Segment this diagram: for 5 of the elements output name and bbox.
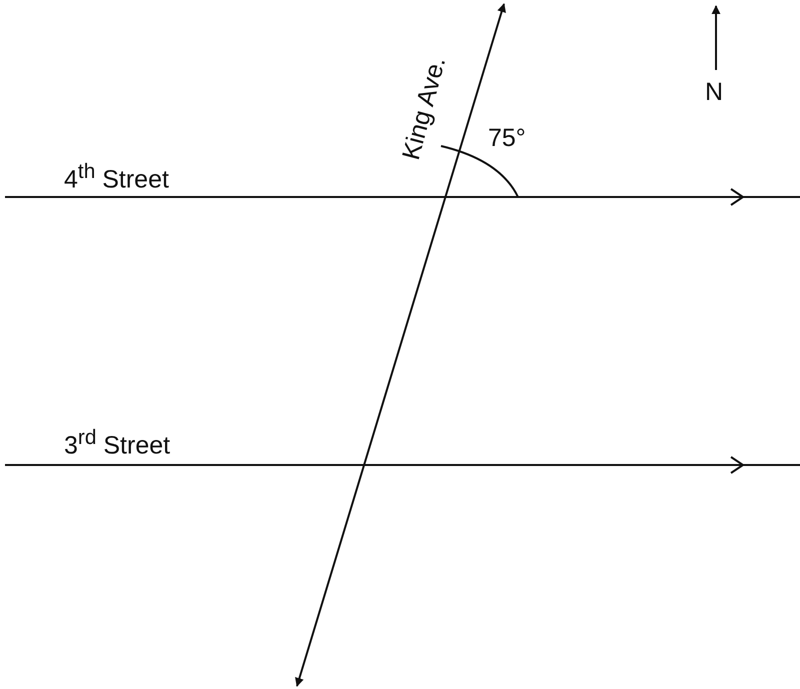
avenue-label: King Ave. bbox=[398, 54, 450, 163]
north-label: N bbox=[705, 80, 724, 105]
angle-label: 75° bbox=[488, 126, 526, 151]
street-label: 4$^{th}$ Street bbox=[64, 162, 169, 192]
street-label: 3$^{rd}$ Street bbox=[64, 428, 170, 458]
